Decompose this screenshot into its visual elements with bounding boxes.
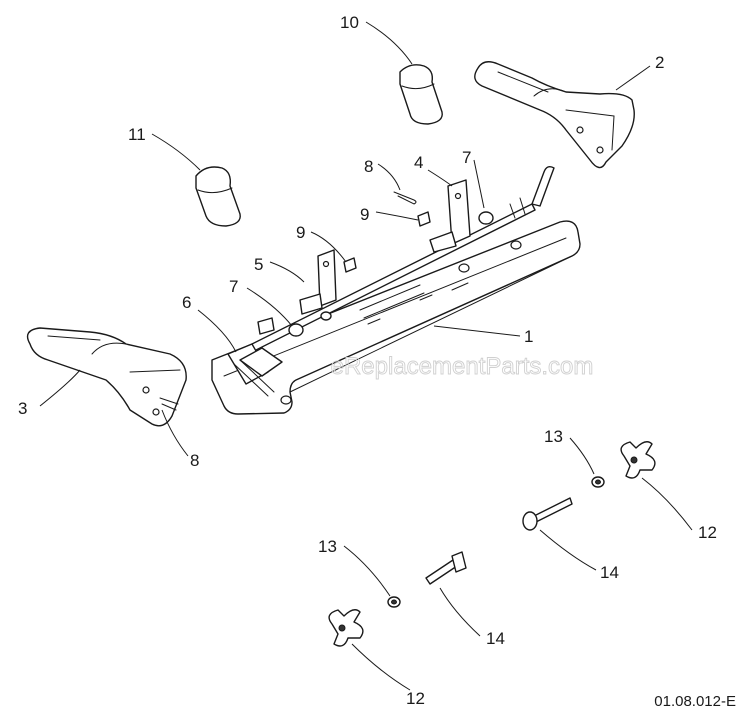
handle-grip-left [26,327,187,427]
callout-14-left: 14 [486,629,505,648]
callout-8-lower: 8 [190,451,199,470]
mounting-bracket [211,220,581,415]
control-rod [235,165,555,359]
callout-9-upper: 9 [360,205,369,224]
callout-8-upper: 8 [364,157,373,176]
callout-6: 6 [182,293,191,312]
watermark-text: eReplacementParts.com [331,353,594,380]
callout-1: 1 [524,327,533,346]
callout-14-right: 14 [600,563,619,582]
carriage-bolt-left [425,551,467,585]
callout-3: 3 [18,399,27,418]
callout-7-upper: 7 [462,148,471,167]
nut-left [387,596,401,608]
lever-assembly-left [227,317,283,397]
callout-11: 11 [128,125,146,144]
bolt-fasteners [343,211,431,273]
callout-5: 5 [254,255,263,274]
callout-7-lower: 7 [229,277,238,296]
callout-13-right: 13 [544,427,563,446]
callout-2: 2 [655,53,664,72]
drawing-number: 01.08.012-E [654,693,736,710]
handle-knob-left [195,166,241,227]
cotter-pin-upper [393,191,417,205]
callout-10: 10 [340,13,359,32]
callout-4: 4 [414,153,423,172]
star-knob-right [620,441,656,479]
leader-lines [39,21,693,691]
callout-9-lower: 9 [296,223,305,242]
handle-knob-upper [399,64,443,125]
callout-13-left: 13 [318,537,337,556]
spacer-collars [288,211,494,337]
nut-right [591,476,605,488]
lever-plate-left [299,249,337,315]
lever-plate-right [429,179,471,253]
handle-grip-right [474,61,635,169]
callout-12-left: 12 [406,689,425,708]
star-knob-left [328,609,364,647]
carriage-bolt-right [522,497,573,531]
callout-12-right: 12 [698,523,717,542]
